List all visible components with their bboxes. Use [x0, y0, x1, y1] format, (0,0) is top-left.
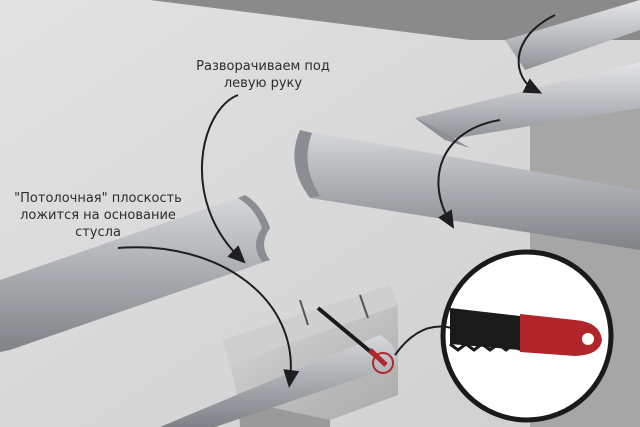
zoom-connector [394, 325, 453, 356]
zoom-marker [372, 352, 394, 374]
annotation-rotate: Разворачиваем под левую руку [178, 58, 348, 92]
saw-blade-zoom [450, 308, 520, 350]
molding-left [0, 195, 270, 352]
arrow-top-right [517, 14, 556, 94]
annotation-ceiling-line2: ложится на основание [20, 208, 176, 223]
annotation-rotate-line2: левую руку [223, 76, 303, 91]
arrow-to-left-molding [200, 94, 246, 264]
annotation-rotate-line1: Разворачиваем под [196, 59, 330, 74]
saw-handle-small [368, 348, 388, 367]
saw-blade-small [316, 306, 380, 360]
molding-in-miter-box [160, 335, 398, 427]
arrow-to-miter-box [117, 246, 300, 388]
molding-middle [297, 130, 640, 250]
saw-handle-zoom [520, 314, 602, 356]
molding-top-right [505, 0, 640, 70]
arrow-to-middle-molding [437, 119, 501, 229]
annotation-ceiling: "Потолочная" плоскость ложится на основа… [0, 190, 196, 241]
saw-handle-hole [582, 333, 594, 345]
annotation-ceiling-line1: "Потолочная" плоскость [14, 191, 182, 206]
miter-box-wall-back [222, 285, 398, 365]
molding-rotated [415, 62, 640, 140]
annotation-ceiling-line3: стусла [75, 225, 121, 240]
ceiling-slab [150, 0, 640, 40]
